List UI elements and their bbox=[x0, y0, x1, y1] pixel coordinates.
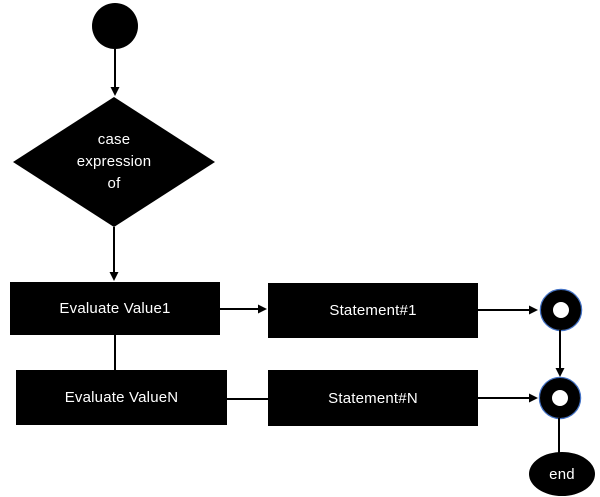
arrowhead-ring1-to-ring2 bbox=[555, 368, 565, 377]
connector-ring-2 bbox=[540, 378, 580, 418]
process-node-evaluate-valueN bbox=[16, 370, 227, 425]
arrowhead-decision-to-evaluate1 bbox=[109, 272, 119, 281]
connector-ring-1 bbox=[541, 290, 581, 330]
arrowhead-statement1-to-ring1 bbox=[529, 305, 538, 315]
arrowhead-evaluate1-to-statement1 bbox=[258, 304, 267, 314]
process-node-evaluate-value1 bbox=[10, 282, 220, 335]
decision-node-shape bbox=[13, 97, 215, 227]
process-node-statement1 bbox=[268, 283, 478, 338]
start-node bbox=[92, 3, 138, 49]
arrowhead-statementN-to-ring2 bbox=[529, 393, 538, 403]
end-node-shape bbox=[529, 452, 595, 496]
process-node-statementN bbox=[268, 370, 478, 426]
arrowhead-start-to-decision bbox=[110, 87, 120, 96]
